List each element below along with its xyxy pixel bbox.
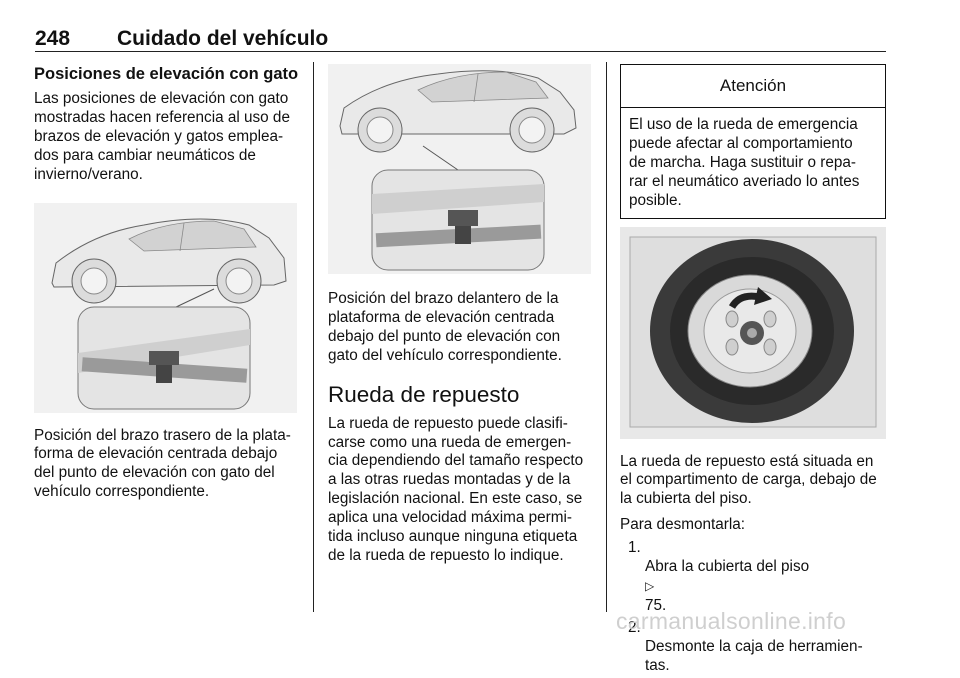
spare-wheel-heading: Rueda de repuesto xyxy=(328,381,520,407)
section-title: Cuidado del vehículo xyxy=(117,27,329,50)
column-2: Posición del brazo delantero de la plata… xyxy=(328,64,593,566)
column-3: Atención El uso de la rueda de emergenci… xyxy=(620,64,886,678)
header-rule xyxy=(35,51,886,52)
column-divider xyxy=(606,62,607,612)
column-1: Posiciones de elevación con gato Las pos… xyxy=(34,64,302,502)
caution-title: Atención xyxy=(621,65,885,108)
step-text: Desmonte la caja de herramien- tas. xyxy=(645,638,863,675)
step-number: 2. xyxy=(628,619,641,637)
page-reference-link[interactable]: 75. xyxy=(645,597,667,615)
front-lift-figure xyxy=(328,64,591,274)
list-item: 1.Abra la cubierta del piso ▷ 75. xyxy=(620,538,886,615)
removal-steps: 1.Abra la cubierta del piso ▷ 75. 2.Desm… xyxy=(620,538,886,675)
rear-lift-caption: Posición del brazo trasero de la plata- … xyxy=(34,426,291,501)
caution-text: El uso de la rueda de emergencia puede a… xyxy=(629,116,860,209)
spare-location-text: La rueda de repuesto está situada en el … xyxy=(620,452,877,508)
jacking-heading: Posiciones de elevación con gato xyxy=(34,65,299,83)
watermark: carmanualsonline.info xyxy=(616,608,847,634)
column-divider xyxy=(313,62,314,612)
spare-wheel-body: La rueda de repuesto puede clasifi- cars… xyxy=(328,414,584,564)
spare-wheel-figure xyxy=(620,226,886,439)
removal-intro: Para desmontarla: xyxy=(620,516,745,534)
caution-box: Atención El uso de la rueda de emergenci… xyxy=(620,64,886,219)
rear-lift-figure xyxy=(34,202,297,413)
step-text: Abra la cubierta del piso xyxy=(645,558,810,576)
page-number: 248 xyxy=(35,27,71,50)
page-header: 248 Cuidado del vehículo xyxy=(35,27,887,50)
triangle-right-icon: ▷ xyxy=(645,579,655,594)
jacking-intro: Las posiciones de elevación con gato mos… xyxy=(34,90,290,183)
front-lift-caption: Posición del brazo delantero de la plata… xyxy=(328,290,562,364)
step-number: 1. xyxy=(628,539,641,557)
